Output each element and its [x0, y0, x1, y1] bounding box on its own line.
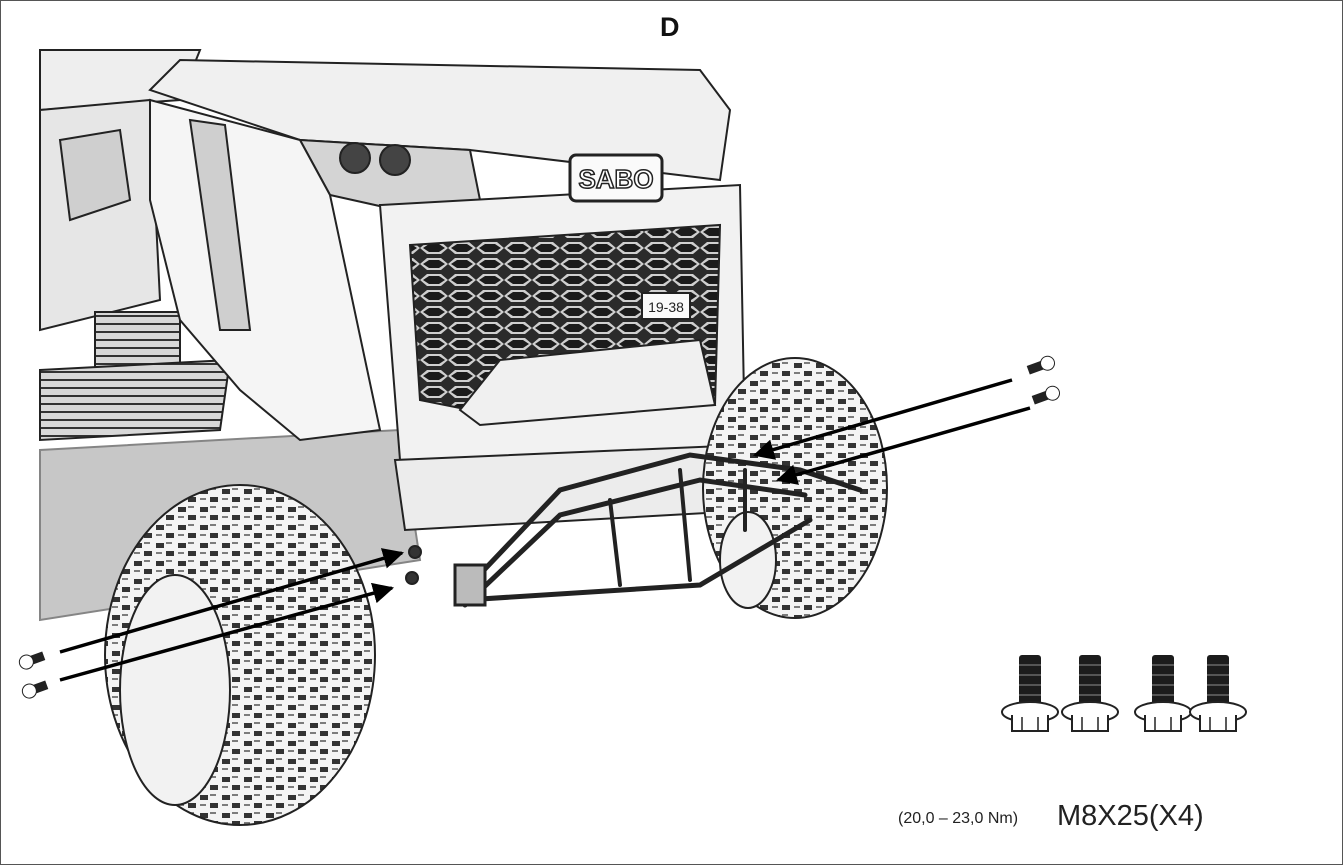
front-right-wheel: [702, 357, 888, 619]
arrow-icon: [59, 378, 1031, 682]
bolt-spec: M8X25(X4): [1057, 800, 1204, 832]
model-badge: 19-38: [648, 299, 684, 315]
front-left-wheel: [104, 484, 376, 826]
step-letter: D: [660, 12, 680, 42]
front-bumper: [405, 452, 863, 608]
small-bolt-icons: [18, 355, 1061, 699]
brand-badge: SABO: [578, 164, 653, 194]
bolt-icon: [1001, 655, 1247, 732]
torque-spec: (20,0 – 23,0 Nm): [898, 810, 1019, 827]
